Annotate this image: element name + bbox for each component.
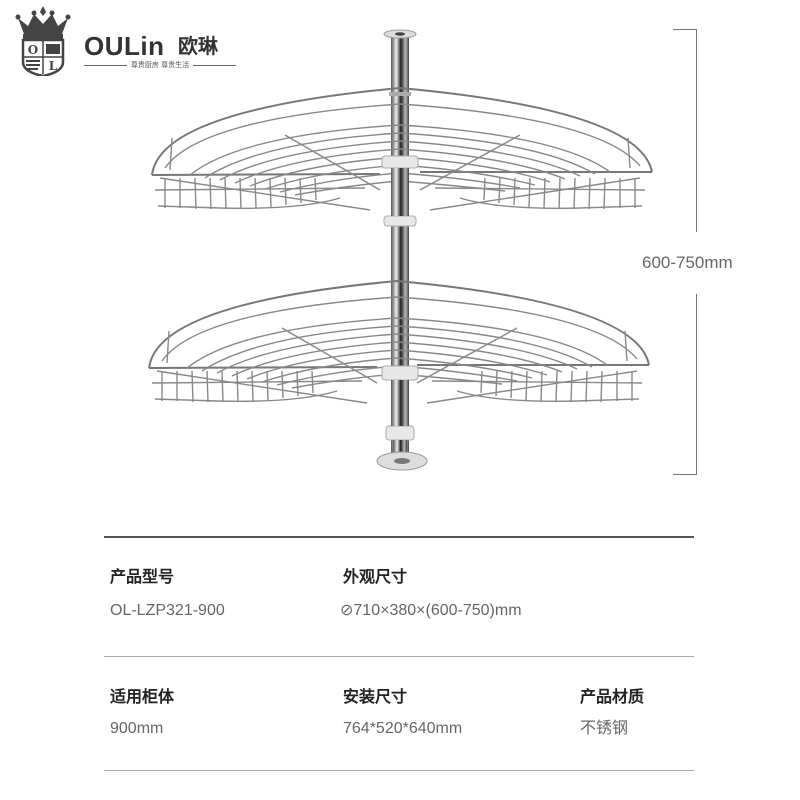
svg-text:L: L <box>49 59 58 73</box>
spec-value-cabinet: 900mm <box>110 720 164 737</box>
slogan-dash-right <box>193 64 237 66</box>
dimension-line-bottom <box>696 294 697 475</box>
product-image <box>148 29 653 471</box>
divider-top <box>104 536 694 538</box>
dimension-line-top <box>696 29 697 232</box>
spec-value-material: 不锈钢 <box>580 720 629 737</box>
spec-label-dimensions: 外观尺寸 <box>343 567 408 586</box>
spec-label-cabinet: 适用柜体 <box>110 687 175 706</box>
spec-label-material: 产品材质 <box>580 687 645 706</box>
divider-bottom <box>104 770 694 771</box>
crown-shield-icon: O L <box>15 6 71 76</box>
brand-slogan: 尊贵厨房 尊贵生活 <box>84 60 237 70</box>
height-dimension-label: 600-750mm <box>642 253 733 272</box>
dimension-tick-top <box>673 29 696 30</box>
spec-label-install-size: 安装尺寸 <box>343 687 408 706</box>
spec-label-model: 产品型号 <box>110 567 175 586</box>
brand-name-cn: 欧琳 <box>178 34 218 58</box>
slogan-text: 尊贵厨房 尊贵生活 <box>130 61 190 69</box>
slogan-dash-left <box>84 64 127 66</box>
spec-value-dimensions: ⊘710×380×(600-750)mm <box>340 602 522 619</box>
brand-wordmark: OULin <box>84 31 165 61</box>
svg-text:O: O <box>28 43 38 57</box>
brand-logo: O L OULin 欧琳 尊贵厨房 尊贵生活 <box>14 4 237 76</box>
divider-middle <box>104 656 694 657</box>
spec-value-install-size: 764*520*640mm <box>343 720 463 737</box>
dimension-tick-bottom <box>673 474 697 475</box>
spec-value-model: OL-LZP321-900 <box>110 602 225 619</box>
